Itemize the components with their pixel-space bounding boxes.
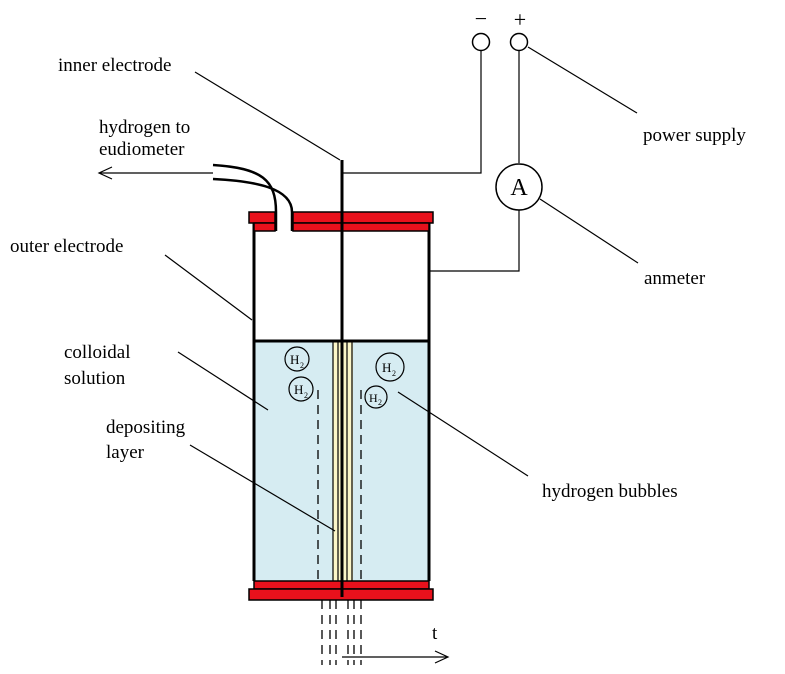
wire-negative	[342, 51, 482, 174]
top-cap-body	[292, 222, 430, 232]
hydrogen-bubble: H 2	[375, 352, 405, 382]
svg-text:H: H	[382, 360, 391, 375]
leader-inner-electrode	[194, 71, 341, 161]
t-axis-arrow-head	[434, 650, 450, 664]
negative-sign: −	[475, 6, 487, 31]
leader-hydrogen-bubbles	[397, 391, 529, 477]
positive-sign: +	[514, 7, 526, 32]
leader-outer-electrode	[164, 254, 253, 321]
label-layer: layer	[106, 442, 145, 463]
label-eudiometer: eudiometer	[99, 139, 185, 160]
leader-anmeter	[539, 198, 639, 264]
label-depositing: depositing	[106, 417, 186, 438]
leader-depositing-layer	[189, 444, 336, 532]
svg-text:2: 2	[304, 391, 308, 400]
hydrogen-bubble: H 2	[364, 385, 388, 409]
label-colloidal: colloidal	[64, 342, 130, 363]
svg-text:2: 2	[392, 369, 396, 378]
svg-text:H: H	[369, 391, 378, 405]
positive-terminal	[509, 32, 529, 52]
hydrogen-bubble: H 2	[284, 346, 310, 372]
label-hydrogen-bubbles: hydrogen bubbles	[542, 481, 678, 502]
label-hydrogen-to: hydrogen to	[99, 117, 190, 138]
gas-tube	[212, 177, 294, 231]
leader-colloidal-solution	[177, 351, 269, 411]
ammeter-symbol: A	[510, 175, 528, 201]
label-outer-electrode: outer electrode	[10, 236, 123, 257]
label-power-supply: power supply	[643, 125, 746, 146]
svg-text:H: H	[294, 382, 303, 397]
wire-positive-bottom	[430, 210, 520, 272]
top-cap-body	[253, 222, 276, 232]
svg-text:H: H	[290, 352, 299, 367]
label-anmeter: anmeter	[644, 268, 706, 289]
hydrogen-bubble: H 2	[288, 376, 314, 402]
ammeter-circle	[495, 163, 543, 211]
t-axis-label: t	[432, 623, 438, 644]
negative-terminal	[471, 32, 491, 52]
svg-text:2: 2	[378, 398, 382, 407]
hydrogen-arrow-head	[97, 166, 113, 180]
label-solution: solution	[64, 368, 126, 389]
label-inner-electrode: inner electrode	[58, 55, 171, 76]
leader-power-supply	[527, 46, 638, 114]
gas-tube	[212, 163, 278, 231]
svg-text:2: 2	[300, 361, 304, 370]
